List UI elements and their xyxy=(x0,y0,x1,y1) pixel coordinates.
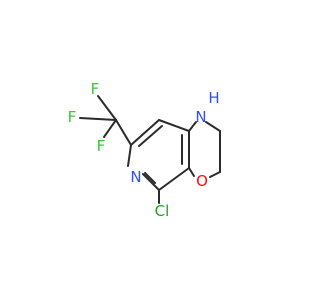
bond-c4a-c5 xyxy=(158,167,190,191)
bond-c2-n1 xyxy=(205,121,221,132)
bond-c-f-bottom xyxy=(103,119,117,138)
atom-amine-hydrogen: H xyxy=(208,89,219,107)
atom-chlorine: Cl xyxy=(155,202,170,220)
bond-c8-c8a xyxy=(158,119,190,132)
bond-c5-n6 xyxy=(142,173,160,191)
atom-fluorine-left: F xyxy=(68,108,77,126)
bond-c7-c8-inner xyxy=(138,125,163,147)
bond-c7-c8 xyxy=(130,119,160,146)
bond-c5-n6-inner xyxy=(144,172,156,184)
bond-cf3-ring xyxy=(115,119,132,146)
molecule-svg: F F F N N H O Cl xyxy=(68,80,221,220)
bond-n6-c7 xyxy=(127,144,132,167)
atom-pyridine-nitrogen: N xyxy=(130,168,141,186)
bond-c-f-top xyxy=(97,95,117,121)
atom-amine-nitrogen: N xyxy=(195,108,206,126)
bond-c4a-o xyxy=(188,167,195,177)
atom-fluorine-top: F xyxy=(91,80,100,98)
structure-diagram: F F F N N H O Cl xyxy=(68,80,221,220)
atom-oxygen: O xyxy=(196,172,208,190)
atom-fluorine-bottom: F xyxy=(97,137,106,155)
bond-c-f-left xyxy=(79,117,117,121)
bond-n1-c8a xyxy=(188,121,197,132)
bond-o-c3 xyxy=(209,171,221,178)
